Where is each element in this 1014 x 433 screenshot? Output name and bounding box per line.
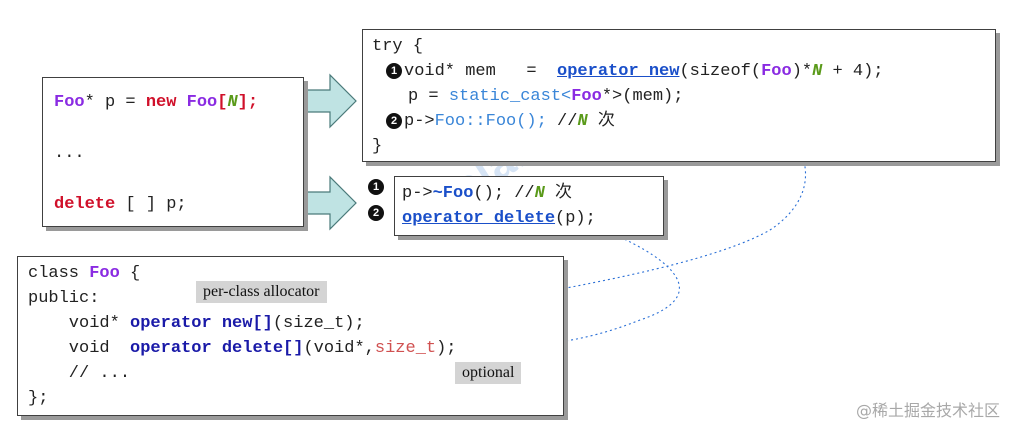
class-close-line: };	[28, 389, 49, 408]
delete-bullet-1: 1	[368, 179, 384, 195]
class-header-line: class Foo {	[28, 264, 141, 283]
per-class-allocator-label: per-class allocator	[196, 281, 327, 303]
delete-bullet-2: 2	[368, 205, 384, 221]
step-bullet-1: 1	[386, 62, 402, 79]
cast-line: p = static_cast<Foo*>(mem);	[408, 87, 684, 106]
arrow-to-try-block	[303, 73, 357, 129]
comment-line: // ...	[28, 364, 131, 383]
usage-code-box	[42, 77, 304, 227]
try-close-line: }	[372, 137, 383, 156]
optional-label: optional	[455, 362, 522, 384]
delete-array-line: delete [ ] p;	[54, 195, 187, 214]
dtor-line: p->~Foo(); //N 次	[402, 184, 573, 203]
curve-delete-to-operator-delete-array	[559, 236, 680, 345]
arrow-to-delete-block	[303, 175, 357, 231]
operator-new-array-line: void* operator new[](size_t);	[28, 314, 365, 333]
new-array-line: Foo* p = new Foo[N];	[54, 93, 259, 112]
public-line: public:	[28, 289, 100, 308]
step-bullet-2: 2	[386, 112, 402, 129]
try-block-box	[362, 29, 996, 162]
usage-code: Foo* p = new Foo[N];... delete [ ] p;	[54, 90, 258, 217]
delete-block-code: p->~Foo(); //N 次 operator delete(p);	[402, 181, 596, 231]
delete-block-box	[394, 176, 664, 236]
try-line: try {	[372, 37, 424, 56]
operator-delete-array-line: void operator delete[](void*,size_t);	[28, 339, 457, 358]
ellipsis-line: ...	[54, 144, 85, 163]
class-definition-code: class Foo { public: void* operator new[](…	[28, 261, 457, 411]
corner-watermark: @稀土掘金技术社区	[855, 401, 1000, 420]
dealloc-line: operator delete(p);	[402, 209, 596, 228]
